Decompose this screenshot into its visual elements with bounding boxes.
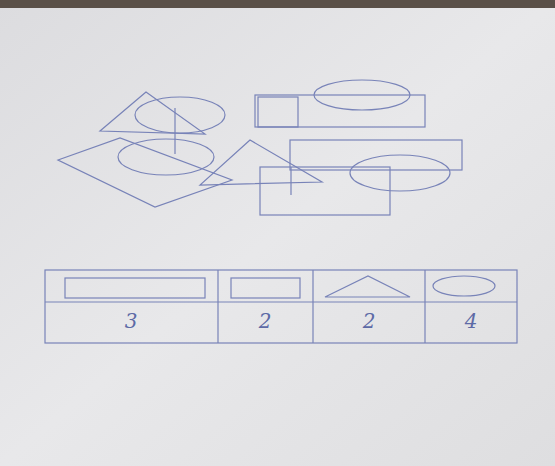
ellipse-symbol	[433, 276, 495, 296]
square-symbol	[231, 278, 300, 298]
table-edge	[0, 0, 555, 8]
ellipse-shape	[118, 139, 214, 175]
table-rule	[424, 270, 425, 343]
triangle-shape	[200, 140, 322, 185]
ellipse-shape	[135, 97, 225, 133]
ellipse-shape	[314, 80, 410, 110]
stroke-line	[290, 167, 291, 195]
pencil-shapes	[58, 80, 462, 215]
table-rule	[45, 301, 517, 302]
rhombus-shape	[58, 138, 232, 207]
count-number: 3	[125, 309, 138, 333]
table-frame	[45, 270, 517, 343]
table-rule	[312, 270, 313, 343]
rectangle-shape	[260, 167, 390, 215]
rectangle-shape	[290, 140, 462, 170]
tally-table	[45, 270, 517, 343]
ellipse-shape	[350, 155, 450, 191]
triangle-shape	[100, 92, 205, 134]
triangle-symbol	[325, 276, 410, 297]
square-shape	[258, 97, 298, 127]
rectangle-shape	[255, 95, 425, 127]
count-number: 2	[259, 309, 272, 333]
count-number: 4	[465, 309, 478, 333]
rectangle-symbol	[65, 278, 205, 298]
stroke-line	[174, 108, 175, 154]
count-number: 2	[363, 309, 376, 333]
table-rule	[217, 270, 218, 343]
